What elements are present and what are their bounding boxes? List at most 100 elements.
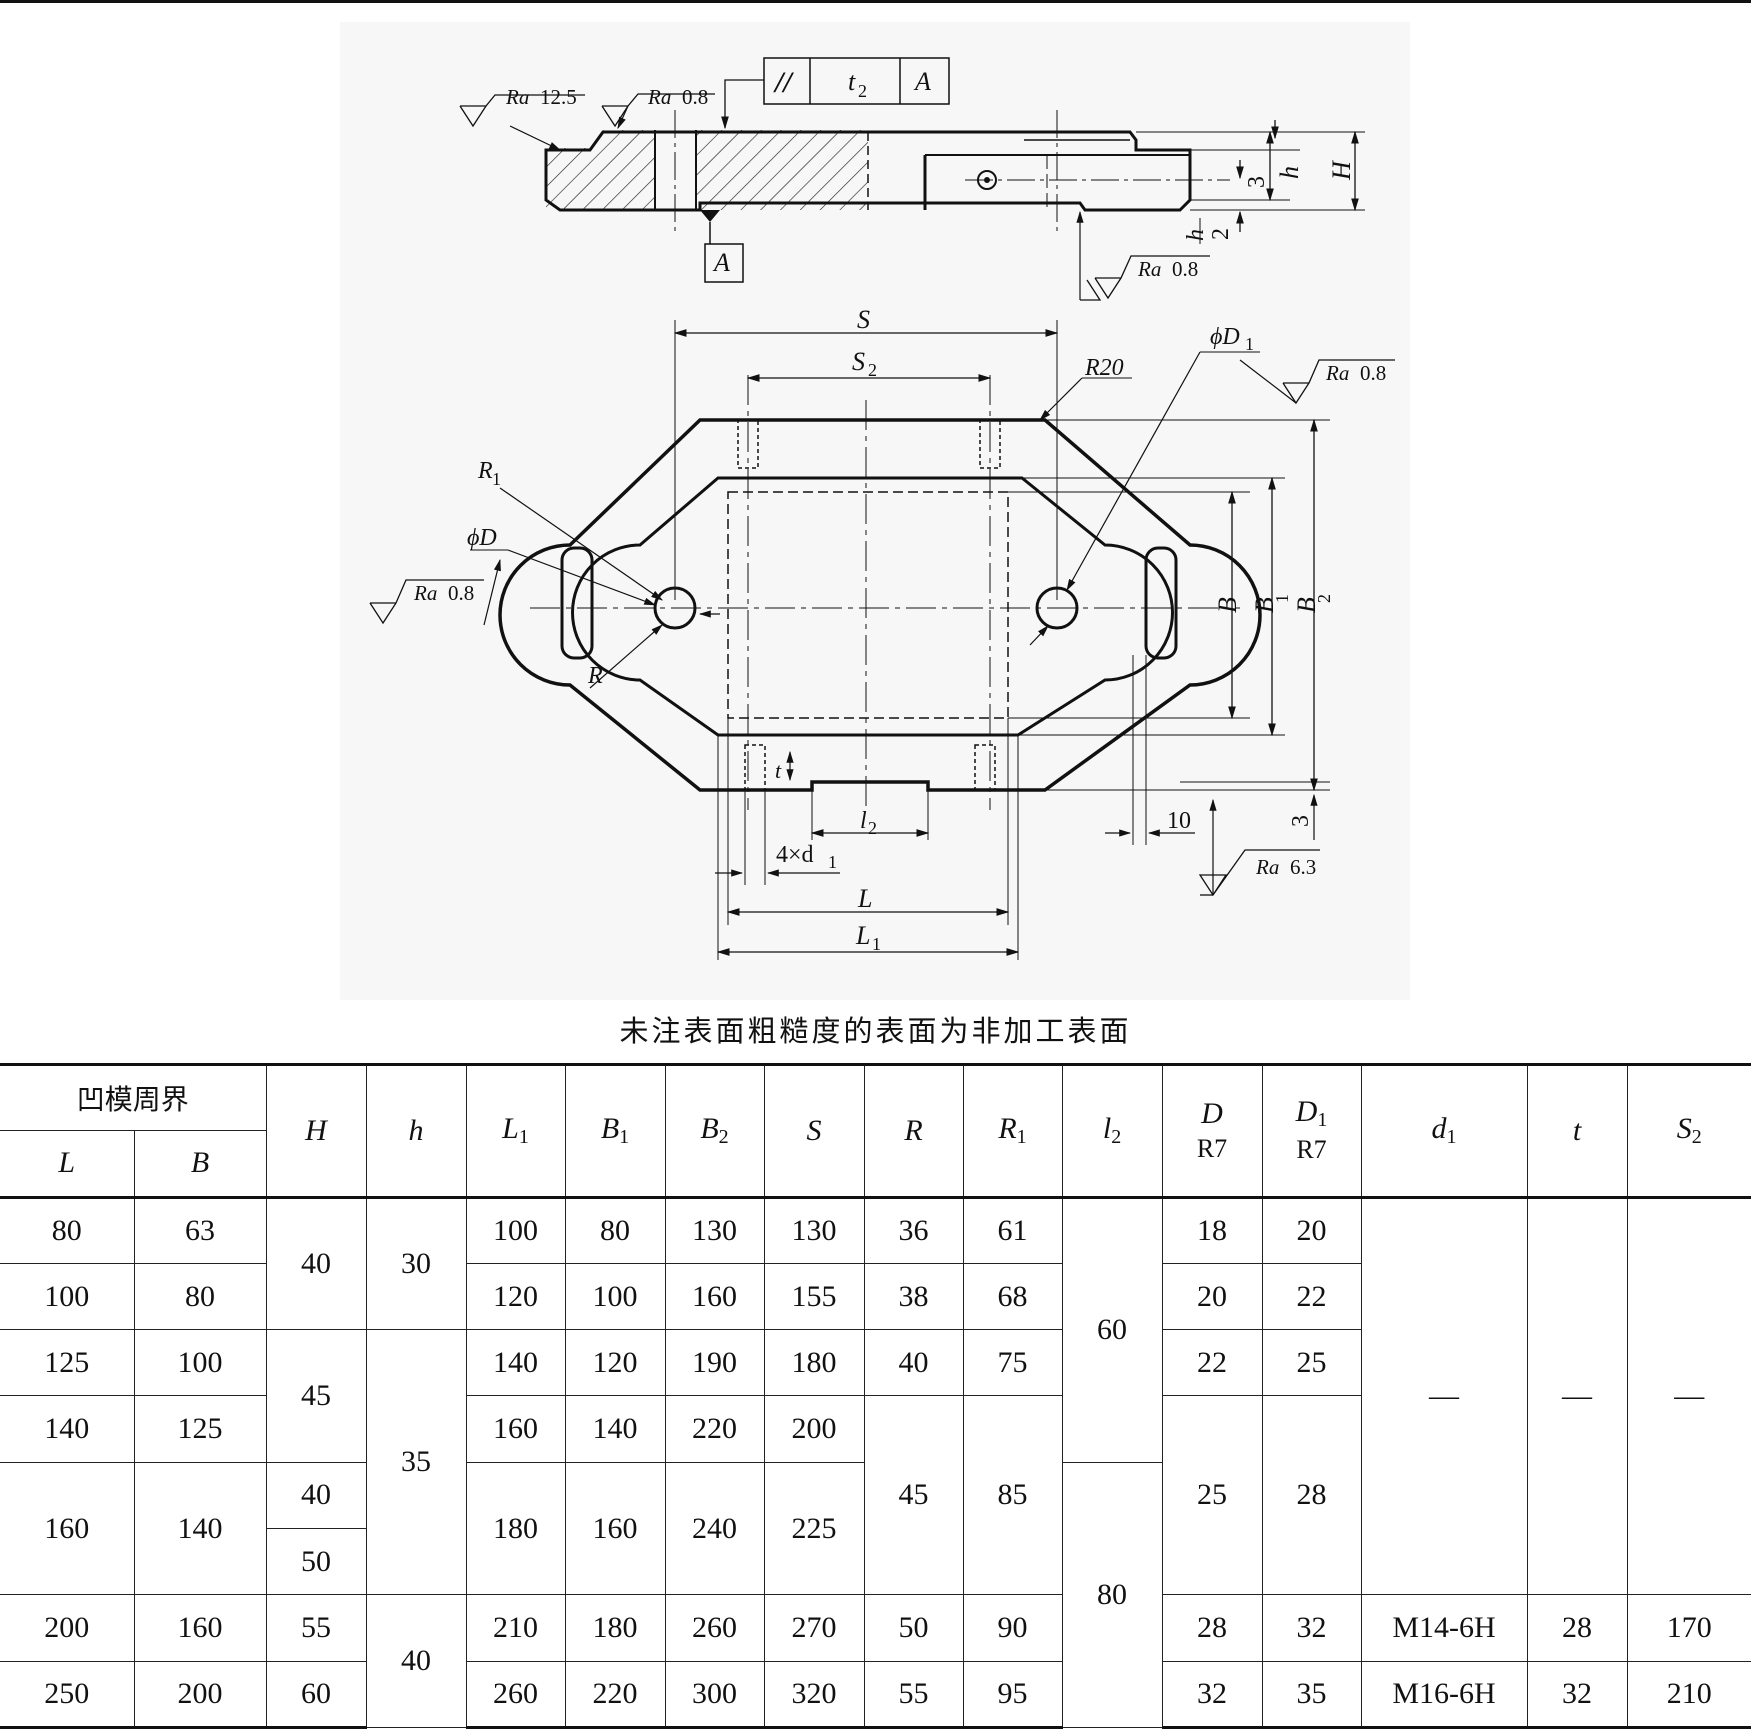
table-cell: 300 (664, 1660, 765, 1730)
header-t: t (1526, 1063, 1628, 1198)
dim-S2: S (852, 347, 865, 376)
roughness-ra12-5: Ra 12.5 (459, 85, 585, 151)
table-cell: 35 (365, 1329, 467, 1596)
svg-text:1: 1 (1272, 594, 1292, 603)
table-cell: 180 (763, 1329, 865, 1397)
dim-phiD: ϕD (467, 525, 497, 551)
section-view: 3 h H h 2 (544, 110, 1365, 244)
dim-L1: L (855, 921, 870, 950)
header-S2: S2 (1626, 1063, 1751, 1198)
table-cell: 320 (763, 1660, 865, 1730)
table-cell: 160 (564, 1461, 666, 1596)
table-cell: 75 (962, 1329, 1063, 1397)
header-R1: R1 (962, 1063, 1063, 1198)
dim-t: t (775, 758, 782, 783)
table-cell: 80 (1061, 1461, 1163, 1729)
dim-3-plan: 3 (1288, 815, 1314, 827)
table-cell: 250 (0, 1660, 135, 1730)
table-cell: 160 (465, 1395, 566, 1463)
header-B: B (133, 1130, 267, 1198)
dim-h-half-den: 2 (1208, 228, 1234, 240)
header-d1: d1 (1360, 1063, 1528, 1198)
header-l2: l2 (1061, 1063, 1163, 1198)
roughness-ra0-8-right: Ra 0.8 (1239, 359, 1395, 405)
table-cell: 22 (1161, 1329, 1263, 1397)
dim-h-label: h (1275, 166, 1304, 179)
header-B1: B1 (564, 1063, 666, 1198)
table-cell: 200 (763, 1395, 865, 1463)
table-cell: 40 (265, 1461, 367, 1530)
dim-phiD1: ϕD (1210, 324, 1240, 350)
table-cell: 270 (763, 1594, 865, 1662)
table-cell: 170 (1626, 1594, 1751, 1662)
table-cell: 120 (465, 1262, 566, 1331)
table-cell: 130 (664, 1195, 765, 1264)
datum-ref-label: A (913, 67, 931, 96)
table-cell: 28 (1526, 1594, 1628, 1662)
drawing-canvas: 3 h H h 2 // t 2 A A Ra 12.5 Ra 0.8 (369, 57, 1395, 960)
table-cell: 190 (664, 1329, 765, 1397)
svg-text:Ra: Ra (1325, 361, 1349, 385)
svg-text:1: 1 (828, 852, 837, 872)
table-cell: — (1526, 1195, 1628, 1596)
table-cell: 220 (564, 1660, 666, 1730)
table-cell: 100 (465, 1195, 566, 1264)
svg-text:Ra: Ra (1255, 855, 1279, 879)
svg-text:2: 2 (1314, 594, 1334, 603)
svg-text:6.3: 6.3 (1290, 855, 1316, 879)
dim-4xd1: 4×d (776, 842, 814, 868)
table-cell: 100 (0, 1262, 135, 1331)
table-cell: 32 (1161, 1660, 1263, 1730)
svg-text:2: 2 (868, 818, 877, 838)
table-cell: 120 (564, 1329, 666, 1397)
table-cell: 45 (863, 1395, 964, 1596)
svg-text:Ra: Ra (1137, 257, 1161, 281)
dim-L: L (857, 884, 872, 913)
svg-text:0.8: 0.8 (1360, 361, 1386, 385)
table-cell: 45 (265, 1329, 367, 1463)
table-cell: 100 (564, 1262, 666, 1331)
svg-text:0.8: 0.8 (682, 85, 708, 109)
table-cell: 125 (0, 1329, 135, 1397)
table-cell: 36 (863, 1195, 964, 1264)
header-L1: L1 (465, 1063, 566, 1198)
table-cell: 180 (465, 1461, 566, 1596)
table-cell: 60 (265, 1660, 367, 1730)
svg-text:12.5: 12.5 (540, 85, 577, 109)
table-cell: 32 (1526, 1660, 1628, 1730)
plan-dimensions: S S 2 R20 ϕD 1 R 1 ϕD R B B 1 B 2 (467, 305, 1334, 960)
header-h: h (365, 1063, 467, 1198)
flatness-tolerance-frame: // t 2 A (721, 57, 950, 130)
table-cell: 18 (1161, 1195, 1263, 1264)
table-cell: 240 (664, 1461, 765, 1596)
table-cell: 90 (962, 1594, 1063, 1662)
table-cell: 25 (1261, 1329, 1362, 1397)
svg-text:1: 1 (492, 469, 501, 489)
table-cell: 100 (133, 1329, 267, 1397)
dim-l2: l (860, 808, 867, 834)
table-cell: 80 (564, 1195, 666, 1264)
table-cell: 50 (266, 1528, 367, 1596)
datum-a-label: A (712, 248, 730, 277)
top-rule (0, 0, 1751, 3)
table-cell: 140 (0, 1395, 135, 1463)
engineering-drawing: 3 h H h 2 // t 2 A A Ra 12.5 Ra 0.8 (340, 22, 1410, 1000)
table-cell: 180 (564, 1594, 666, 1662)
table-cell: 35 (1261, 1660, 1362, 1730)
table-cell: 28 (1161, 1594, 1263, 1662)
header-B2: B2 (664, 1063, 765, 1198)
table-cell: 260 (664, 1594, 765, 1662)
table-cell: 38 (863, 1262, 964, 1331)
table-cell: 155 (763, 1262, 865, 1331)
table-cell: 55 (863, 1660, 964, 1730)
svg-text:0.8: 0.8 (1172, 257, 1198, 281)
dim-R1: R (477, 458, 493, 484)
roughness-ra6-3: Ra 6.3 (1198, 798, 1320, 897)
table-cell: 25 (1161, 1395, 1263, 1596)
table-cell: 40 (863, 1329, 964, 1397)
roughness-note: 未注表面粗糙度的表面为非加工表面 (619, 1014, 1132, 1048)
table-cell: 50 (863, 1594, 964, 1662)
table-cell: 225 (763, 1461, 865, 1596)
